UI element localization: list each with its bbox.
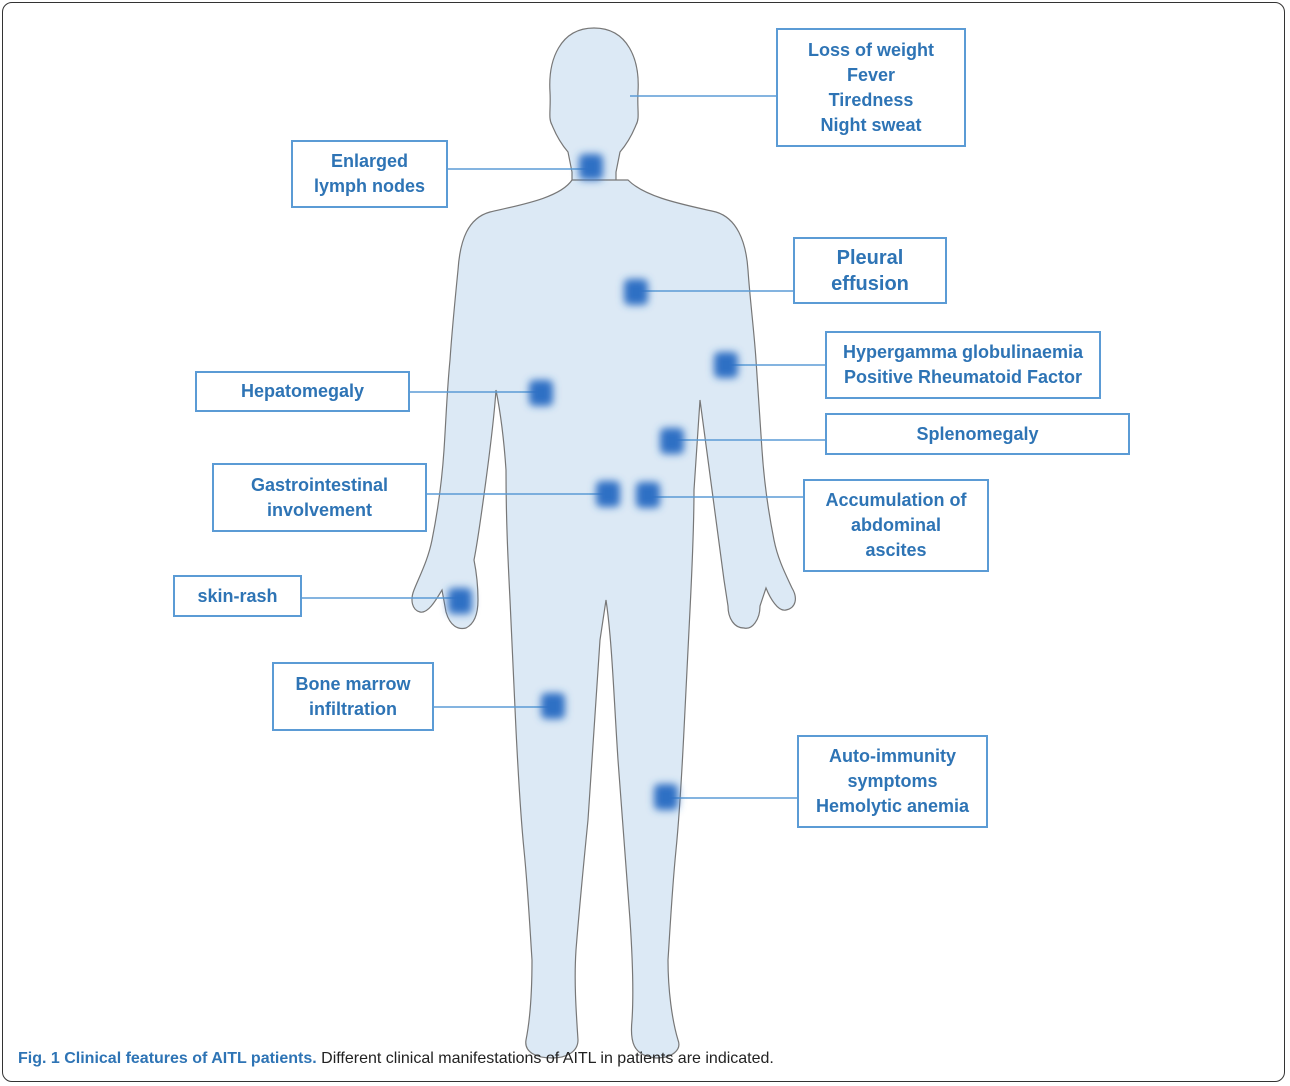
label-line: lymph nodes [314,174,425,199]
label-hepatomegaly: Hepatomegaly [195,371,410,412]
label-line: Hepatomegaly [241,379,364,404]
label-splenomegaly: Splenomegaly [825,413,1130,455]
label-line: Night sweat [808,113,934,138]
label-line: abdominal [825,513,966,538]
caption-text: Different clinical manifestations of AIT… [317,1050,774,1067]
label-line: involvement [251,498,388,523]
label-ascites: Accumulation of abdominal ascites [803,479,989,572]
label-hypergamma: Hypergamma globulinaemia Positive Rheuma… [825,331,1101,399]
label-line: Hypergamma globulinaemia [843,340,1083,365]
label-line: infiltration [295,697,410,722]
marker-hepatomegaly [529,380,553,406]
label-line: effusion [831,271,909,297]
label-line: Bone marrow [295,672,410,697]
label-line: Splenomegaly [916,422,1038,447]
label-line: Hemolytic anemia [816,794,969,819]
label-line: Pleural [831,245,909,271]
marker-splenomegaly [660,428,684,454]
label-skin-rash: skin-rash [173,575,302,617]
label-line: Gastrointestinal [251,473,388,498]
marker-ascites [636,482,660,508]
torso-shape [412,180,795,1058]
marker-gastro [596,481,620,507]
label-line: Enlarged [314,149,425,174]
label-bone-marrow: Bone marrow infiltration [272,662,434,731]
label-line: skin-rash [197,584,277,609]
label-line: Positive Rheumatoid Factor [843,365,1083,390]
label-line: symptoms [816,769,969,794]
marker-hypergamma [714,352,738,378]
marker-autoimmunity [654,784,678,810]
figure-caption: Fig. 1 Clinical features of AITL patient… [18,1050,774,1068]
marker-pleural [624,279,648,305]
marker-lymph-nodes [579,154,603,180]
marker-bone-marrow [541,693,565,719]
label-enlarged-lymph-nodes: Enlarged lymph nodes [291,140,448,208]
label-line: Accumulation of [825,488,966,513]
caption-title: Fig. 1 Clinical features of AITL patient… [18,1050,317,1067]
human-silhouette [412,28,795,1058]
label-line: Tiredness [808,88,934,113]
label-line: Loss of weight [808,38,934,63]
label-line: ascites [825,538,966,563]
label-line: Auto-immunity [816,744,969,769]
label-pleural-effusion: Pleural effusion [793,237,947,304]
marker-skin [448,588,472,614]
label-line: Fever [808,63,934,88]
label-autoimmunity: Auto-immunity symptoms Hemolytic anemia [797,735,988,828]
label-constitutional-symptoms: Loss of weight Fever Tiredness Night swe… [776,28,966,147]
label-gastrointestinal: Gastrointestinal involvement [212,463,427,532]
